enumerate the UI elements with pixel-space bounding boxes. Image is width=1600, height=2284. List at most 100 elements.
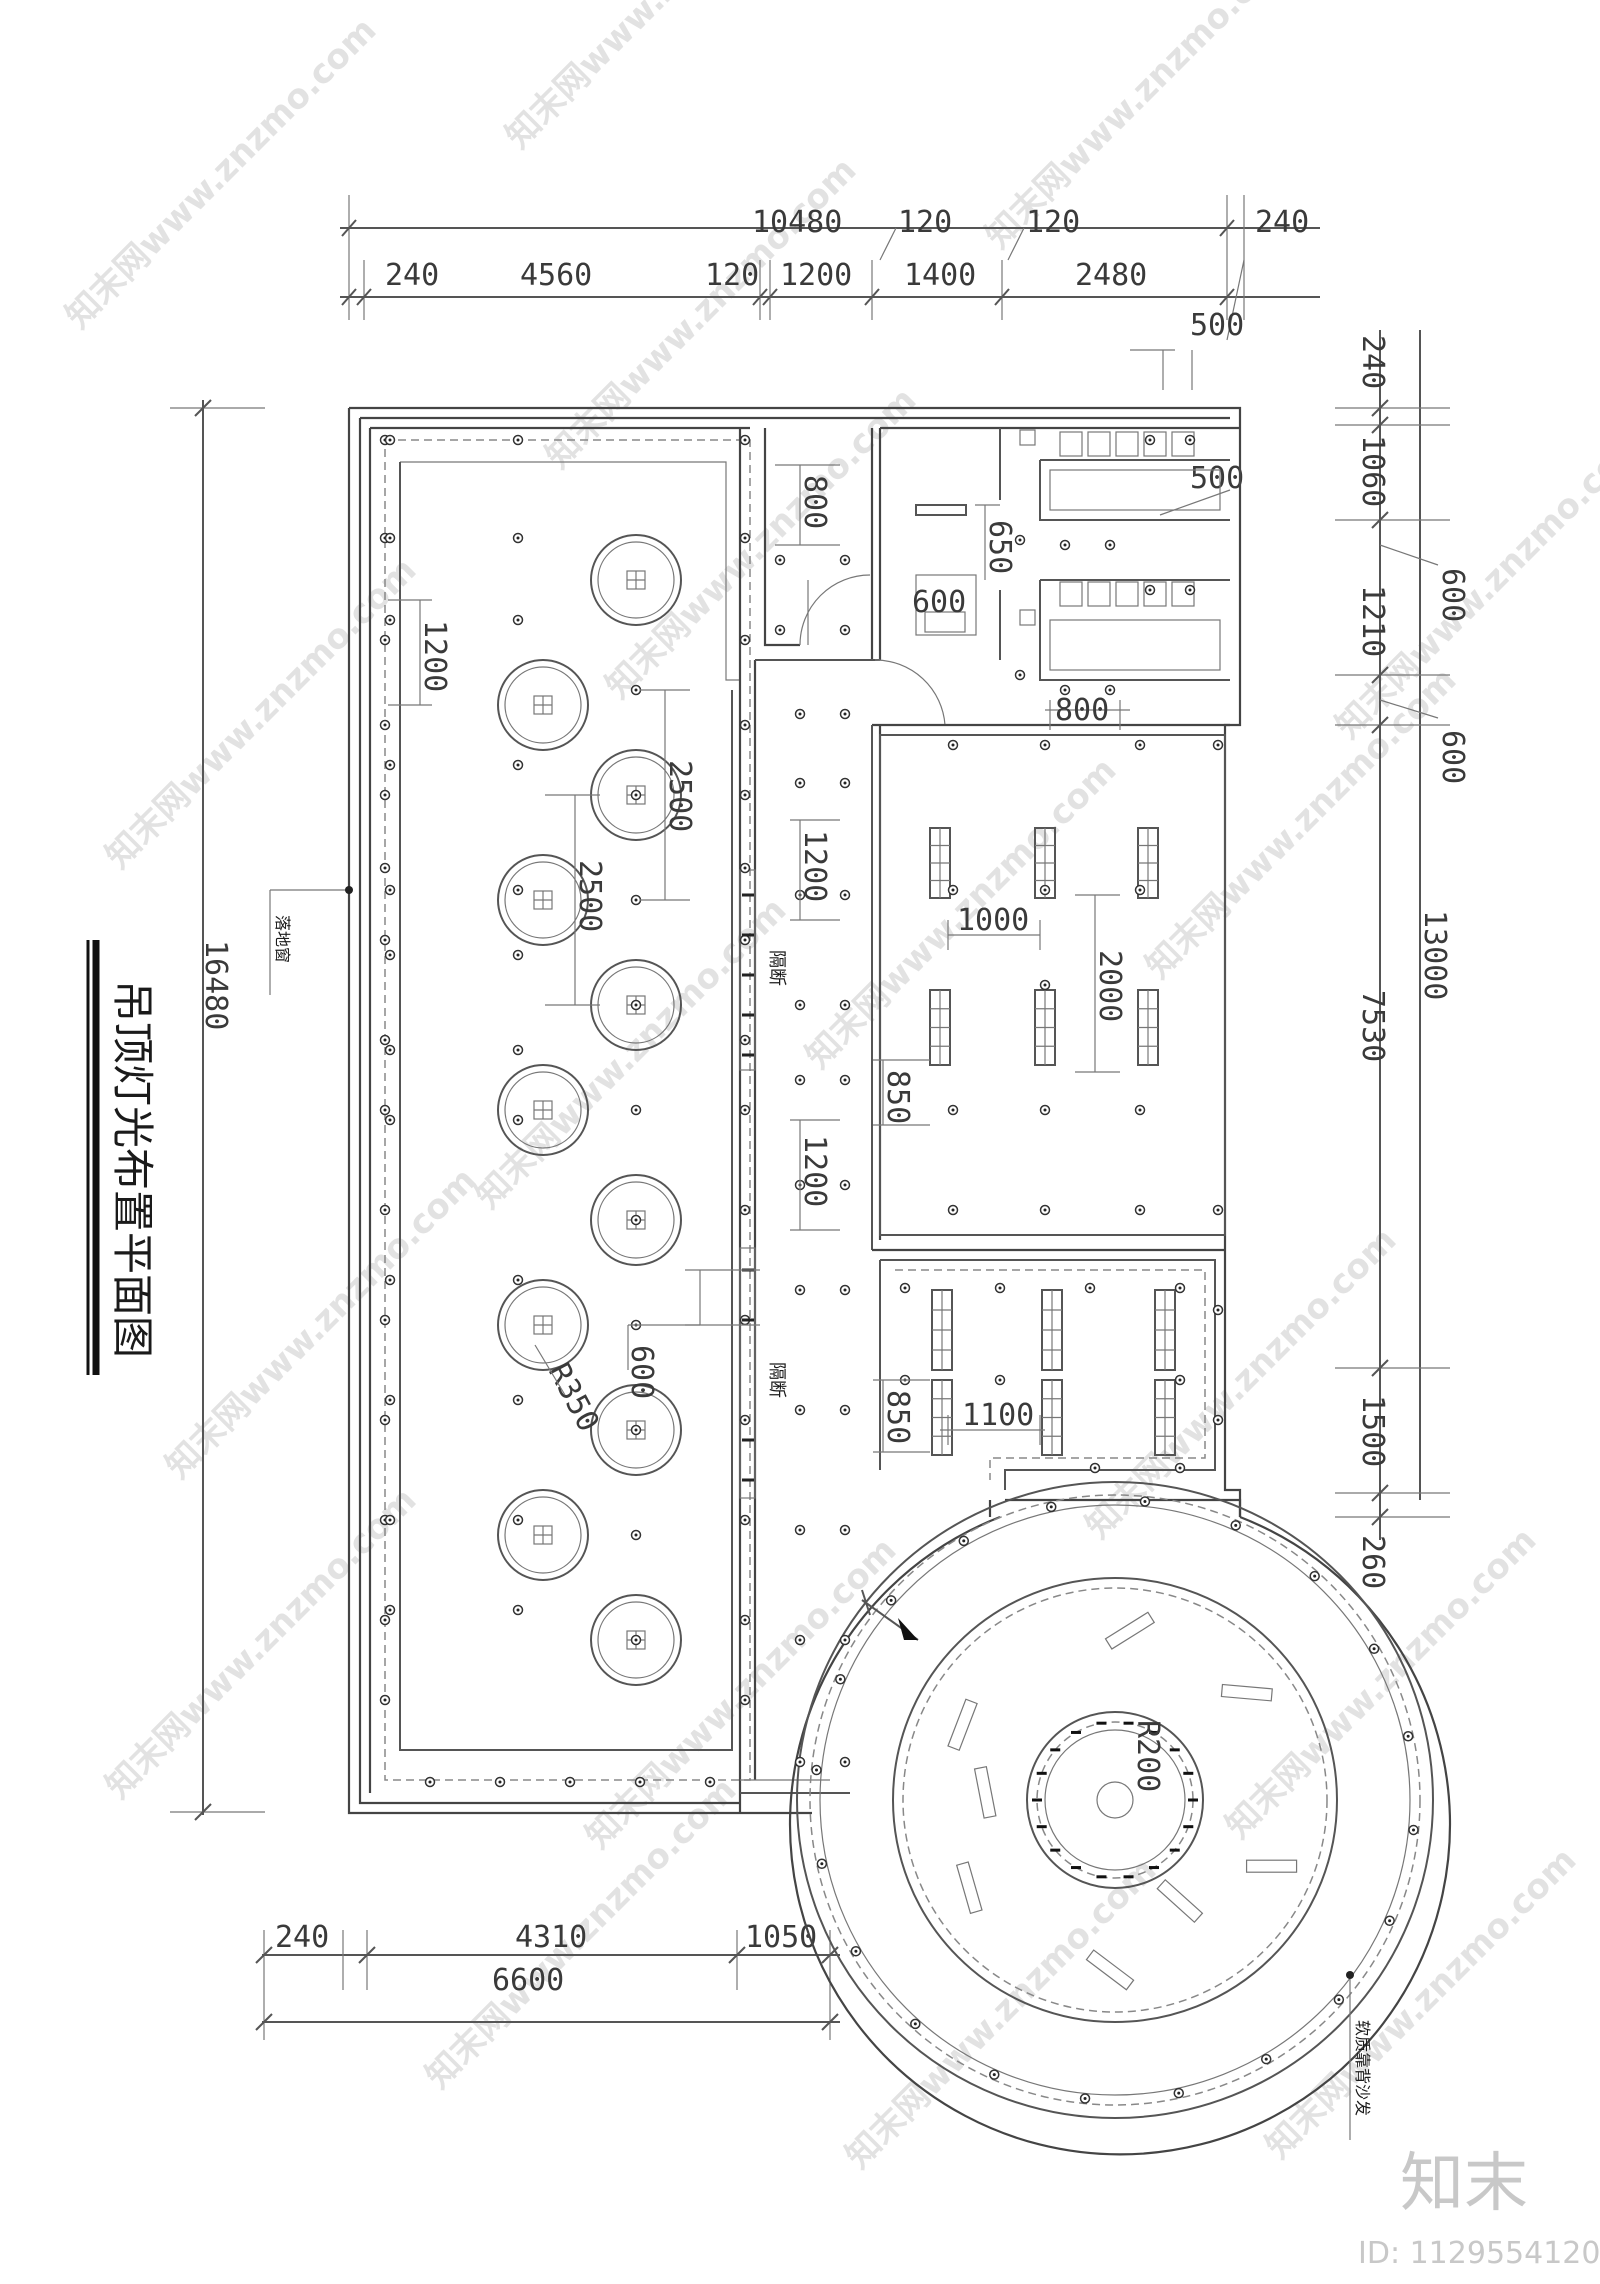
- perimeter-light: [850, 1945, 862, 1957]
- dim-1000: 1000: [957, 903, 1029, 938]
- downlight: [512, 1514, 524, 1526]
- downlight: [630, 894, 642, 906]
- downlight: [839, 624, 851, 636]
- downlight: [1104, 684, 1116, 696]
- downlight: [379, 1204, 391, 1216]
- downlight: [384, 614, 396, 626]
- downlight: [739, 1104, 751, 1116]
- downlight: [424, 1776, 436, 1788]
- downlight: [630, 1529, 642, 1541]
- display-shelf: [1154, 1289, 1176, 1371]
- dim-right-13000: 13000: [1417, 910, 1452, 1000]
- perimeter-light: [1173, 2087, 1185, 2099]
- downlight: [994, 1282, 1006, 1294]
- round-table: [497, 854, 589, 946]
- watermark-layer: 知末网www.znzmo.com 知末网www.znzmo.com 知末网www.z…: [58, 0, 1600, 2176]
- downlight: [739, 434, 751, 446]
- dim-800: 800: [797, 475, 832, 529]
- display-stand: [973, 1766, 997, 1819]
- watermark-text: 知末网www.znzmo.com: [58, 10, 384, 336]
- downlight: [839, 1524, 851, 1536]
- downlight: [512, 884, 524, 896]
- downlight: [379, 789, 391, 801]
- dim-bottom-4310: 4310: [515, 1920, 587, 1955]
- downlight: [630, 999, 642, 1011]
- downlight: [839, 1634, 851, 1646]
- downlight: [947, 1204, 959, 1216]
- downlight: [384, 1604, 396, 1616]
- downlight: [512, 1114, 524, 1126]
- display-stand: [1245, 1859, 1298, 1873]
- downlight: [384, 949, 396, 961]
- downlight: [1134, 1104, 1146, 1116]
- downlight: [739, 1614, 751, 1626]
- perimeter-light: [1045, 1501, 1057, 1513]
- downlight: [1014, 669, 1026, 681]
- downlight: [1039, 739, 1051, 751]
- downlight: [794, 777, 806, 789]
- downlight: [839, 1404, 851, 1416]
- dim-top-120a: 120: [898, 205, 952, 240]
- downlight: [512, 1394, 524, 1406]
- toilet-stall: [1115, 431, 1139, 457]
- downlight: [379, 1314, 391, 1326]
- downlight: [839, 708, 851, 720]
- perimeter-light: [1384, 1915, 1395, 1926]
- display-shelf: [931, 1289, 953, 1371]
- downlight: [839, 1284, 851, 1296]
- downlight: [1212, 739, 1224, 751]
- dim-top2-2480: 2480: [1075, 258, 1147, 293]
- display-stand: [955, 1861, 983, 1915]
- downlight: [384, 884, 396, 896]
- downlight: [1134, 884, 1146, 896]
- downlight: [630, 1104, 642, 1116]
- downlight: [794, 1404, 806, 1416]
- watermark-text: 知末网www.znzmo.com: [98, 550, 424, 876]
- perimeter-light: [811, 1764, 822, 1776]
- dim-right-260: 260: [1355, 1535, 1390, 1589]
- downlight: [384, 759, 396, 771]
- dim-top2-4560: 4560: [520, 258, 592, 293]
- downlight: [630, 789, 642, 801]
- downlight: [1144, 584, 1156, 596]
- perimeter-light: [1230, 1520, 1241, 1531]
- title-block: 吊顶灯光布置平面图: [86, 940, 157, 1375]
- brand-logo-text: 知末: [1400, 2147, 1528, 2221]
- downlight: [794, 1284, 806, 1296]
- downlight: [839, 1756, 851, 1768]
- downlight: [384, 1514, 396, 1526]
- downlight: [947, 1104, 959, 1116]
- watermark-text: 知末网www.znzmo.com: [158, 1160, 484, 1486]
- dim-top2-1200: 1200: [780, 258, 852, 293]
- downlight: [630, 1424, 642, 1436]
- downlight: [1039, 979, 1051, 991]
- dim-top-10480: 10480: [752, 205, 842, 240]
- round-table: [590, 1594, 682, 1686]
- downlight: [512, 434, 524, 446]
- downlight: [947, 884, 959, 896]
- perimeter-light: [1333, 1994, 1345, 2005]
- downlight: [739, 1034, 751, 1046]
- dim-right-1210: 1210: [1355, 585, 1390, 657]
- dim-right-1500: 1500: [1355, 1395, 1390, 1467]
- downlight: [384, 1394, 396, 1406]
- left-dimension: 16480: [170, 399, 265, 1821]
- downlight: [512, 1044, 524, 1056]
- downlight: [794, 1634, 806, 1646]
- downlight: [512, 1604, 524, 1616]
- downlight: [739, 1204, 751, 1216]
- dim-right-240: 240: [1355, 335, 1390, 389]
- downlight: [739, 1414, 751, 1426]
- display-shelf: [1137, 989, 1159, 1066]
- toilet-stall: [1059, 431, 1083, 457]
- toilet-stall: [1087, 581, 1111, 607]
- dim-right-1060: 1060: [1355, 435, 1390, 507]
- perimeter-light: [885, 1595, 897, 1606]
- dim-600: 600: [624, 1345, 659, 1399]
- downlight: [739, 789, 751, 801]
- downlight: [379, 1614, 391, 1626]
- dim-2500b: 2500: [572, 860, 607, 932]
- downlight: [379, 719, 391, 731]
- downlight: [1184, 434, 1196, 446]
- downlight: [839, 1179, 851, 1191]
